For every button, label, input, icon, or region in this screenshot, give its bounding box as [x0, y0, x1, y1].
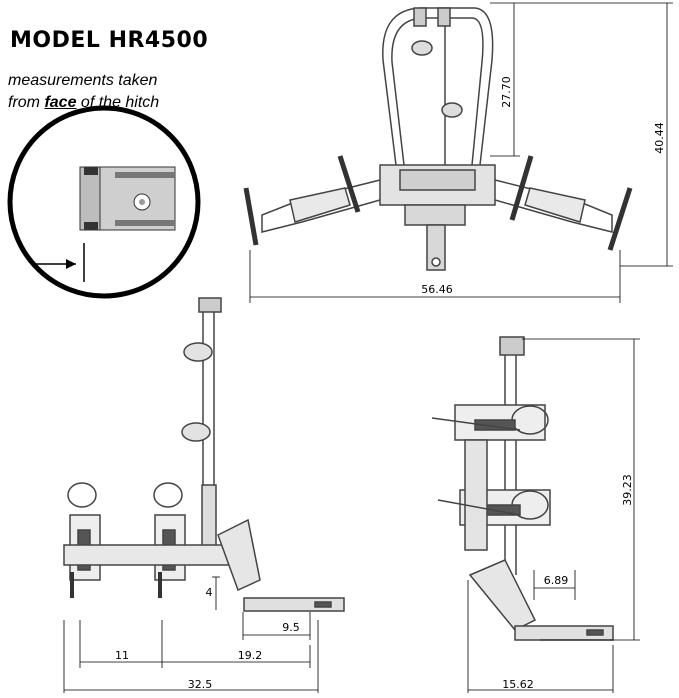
- dim-side-height: 39.23: [621, 474, 634, 506]
- dim-rear-span: 19.2: [238, 649, 263, 662]
- hitch-detail: [7, 105, 201, 299]
- note-emphasis: face: [44, 94, 77, 111]
- dim-overall-length: 32.5: [188, 678, 213, 691]
- dim-side-offset: 6.89: [544, 574, 569, 587]
- dim-hitch-length: 9.5: [282, 621, 300, 634]
- side-view-right: [431, 336, 614, 641]
- top-dim-lines: [249, 2, 673, 303]
- dim-top-height: 27.70: [500, 76, 513, 108]
- top-view: [243, 7, 633, 271]
- dim-side-depth: 15.62: [502, 678, 534, 691]
- side-view-left: [63, 297, 345, 612]
- dim-top-width: 56.46: [421, 283, 453, 296]
- dim-tray-spacing: 11: [115, 649, 129, 662]
- model-title: MODEL HR4500: [10, 28, 209, 53]
- side-right-dim-lines: [467, 338, 640, 693]
- note-prefix: from: [8, 94, 45, 111]
- dim-front-drop: 4: [206, 586, 213, 599]
- dim-total-height: 40.44: [653, 122, 666, 154]
- note-line-1: measurements taken: [8, 72, 158, 89]
- side-left-dim-lines: [63, 576, 319, 693]
